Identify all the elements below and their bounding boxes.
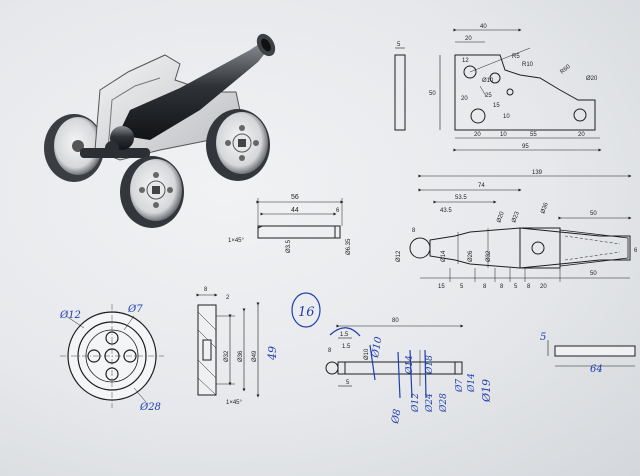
wheel-bolt: Ø7 <box>127 304 143 315</box>
axle-length-inner: 44 <box>291 207 299 214</box>
barrel-d-32: Ø32 <box>486 250 492 262</box>
handwritten-d-12: Ø12 <box>410 393 421 413</box>
wheel-section-width: 8 <box>204 287 208 293</box>
axle-dia-small: Ø3.5 <box>286 239 292 253</box>
barrel-d-left-14: Ø14 <box>441 250 447 262</box>
barrel-bottom-6: 20 <box>540 284 547 290</box>
barrel-right-6: 6 <box>634 248 638 254</box>
wheel-front-view <box>60 304 164 408</box>
wheel-section-d-outer: Ø49 <box>252 350 258 362</box>
barrel-bottom-1: 5 <box>460 284 464 290</box>
handle-short: 5 <box>346 380 350 386</box>
plate-dia-20: Ø20 <box>586 76 598 82</box>
handwritten-d-14: Ø14 <box>404 355 415 375</box>
plate-thickness: 5 <box>397 42 401 48</box>
handwritten-circled-number: 16 <box>298 305 315 320</box>
barrel-bottom-7: 50 <box>590 271 597 277</box>
wheel-section-d-inner: Ø32 <box>224 350 230 362</box>
barrel-bottom-4: 5 <box>514 284 518 290</box>
handwritten-d-10: Ø10 <box>370 335 385 359</box>
handle-d-small: Ø10 <box>364 348 370 360</box>
axle-chamfer: 1×45° <box>228 238 245 244</box>
axle-drawing <box>256 198 344 239</box>
cannon-render-icon <box>44 33 276 228</box>
wheel-section-view <box>196 293 260 398</box>
axle-length-total: 56 <box>291 194 299 201</box>
barrel-bottom-0: 15 <box>438 284 445 290</box>
handle-tag: 1.5 <box>340 332 349 338</box>
handwritten-side-49: 49 <box>266 346 279 361</box>
plate-side-view <box>394 47 406 131</box>
plate-hole-dia: Ø10 <box>482 78 494 84</box>
barrel-len-43: 43.5 <box>440 208 452 214</box>
handwritten-d-18: Ø18 <box>424 355 435 375</box>
small-plate-drawing <box>547 340 636 367</box>
wheel-dia-label: Ø12 <box>59 310 81 321</box>
axle-dia-large: Ø6.35 <box>346 238 352 255</box>
handwritten-plate-5: 5 <box>540 332 546 343</box>
barrel-drawing <box>409 174 632 282</box>
plate-bottom-20: 20 <box>474 132 481 138</box>
plate-bottom-10: 10 <box>500 132 507 138</box>
wheel-section-hub: 2 <box>226 295 230 301</box>
barrel-d-top-23: Ø23 <box>511 210 521 223</box>
plate-dim-25: 25 <box>485 93 492 99</box>
handwritten-d-8: Ø8 <box>390 408 404 425</box>
wheel-section-chamfer: 1×45° <box>226 400 243 406</box>
plate-dim-15: 15 <box>493 103 500 109</box>
handwritten-annotations <box>291 292 427 399</box>
plate-dim-20: 20 <box>461 96 468 102</box>
plate-front-view <box>439 28 602 152</box>
handle-d-left2: 1.5 <box>342 344 351 350</box>
plate-r60: R60 <box>559 63 572 75</box>
wheel-section-d-mid: Ø36 <box>238 350 244 362</box>
handwritten-d-28: Ø28 <box>438 393 449 413</box>
handwritten-d-24: Ø24 <box>424 393 435 413</box>
plate-top-total: 40 <box>480 24 487 30</box>
barrel-overall: 139 <box>532 170 543 176</box>
plate-overall: 95 <box>522 144 529 150</box>
barrel-bottom-2: 8 <box>483 284 487 290</box>
plate-bottom-20b: 20 <box>578 132 585 138</box>
barrel-d-left-8: 8 <box>412 228 416 234</box>
barrel-d-top-36: Ø36 <box>540 201 550 214</box>
plate-radius-a: R5 <box>512 54 520 60</box>
plate-height: 50 <box>429 91 436 97</box>
handwritten-len-64: 64 <box>590 364 603 375</box>
handwritten-d-19: Ø19 <box>480 379 493 403</box>
handle-length: 80 <box>392 318 399 324</box>
plate-radius-b: R10 <box>522 62 534 68</box>
handle-drawing <box>325 324 464 387</box>
handwritten-d-7: Ø7 <box>454 379 465 393</box>
axle-step: 6 <box>336 208 340 214</box>
barrel-len-74: 74 <box>478 183 485 189</box>
barrel-bottom-3: 8 <box>500 284 504 290</box>
barrel-d-26: Ø26 <box>468 250 474 262</box>
plate-dim-10: 10 <box>503 114 510 120</box>
barrel-d-left-12: Ø12 <box>396 250 402 262</box>
plate-bottom-55: 55 <box>530 132 537 138</box>
plate-dim-12: 12 <box>462 58 469 64</box>
barrel-len-53: 53.5 <box>455 195 467 201</box>
handwritten-d-14b: Ø14 <box>466 373 477 393</box>
barrel-len-50: 50 <box>590 211 597 217</box>
plate-top-inner: 20 <box>465 36 472 42</box>
wheel-rim: Ø28 <box>139 402 161 413</box>
barrel-d-top-20: Ø20 <box>496 210 506 223</box>
barrel-bottom-5: 8 <box>527 284 531 290</box>
handle-d-left: 8 <box>328 348 332 354</box>
